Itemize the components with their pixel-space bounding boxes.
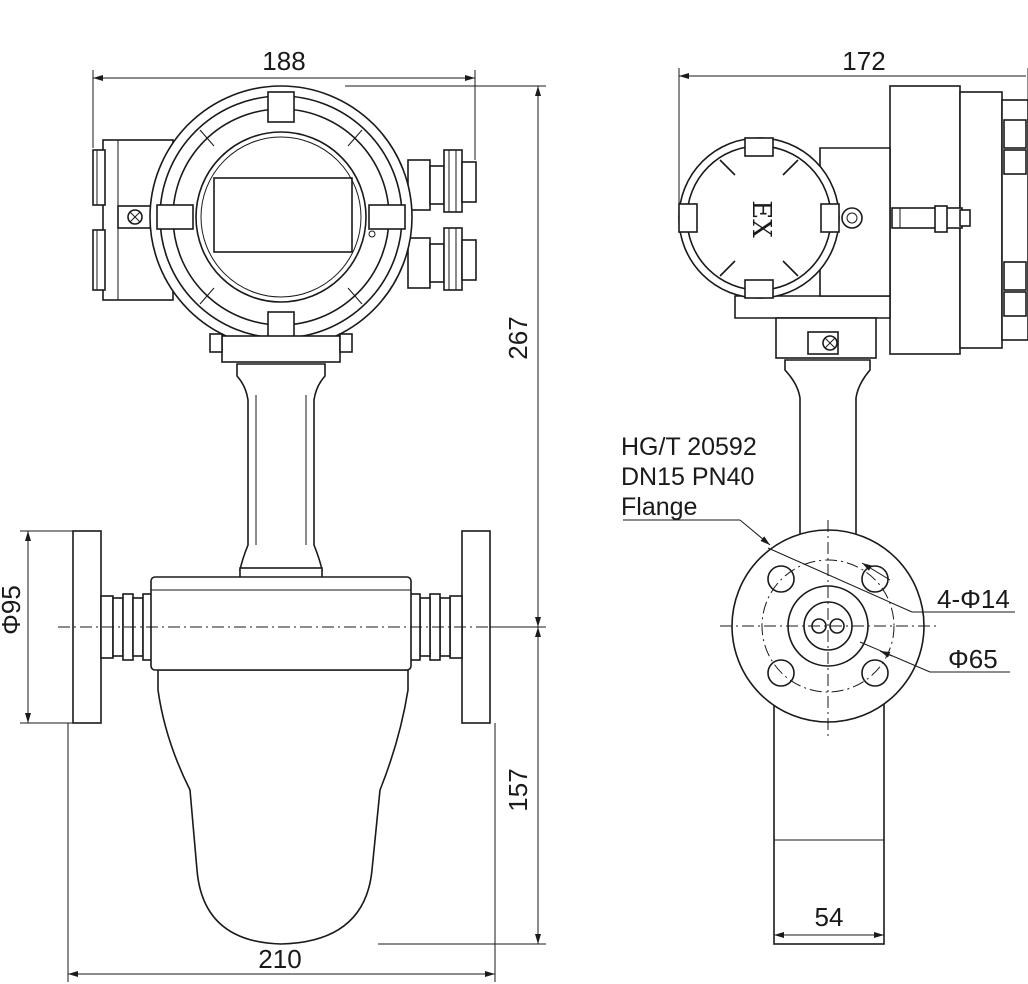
side-view: EX (678, 85, 1028, 945)
front-cable-glands (407, 149, 477, 291)
front-stem (236, 363, 326, 579)
front-body (150, 576, 412, 945)
dim-bolt-holes: 4-Φ14 (937, 584, 1010, 614)
side-terminal-housing (889, 85, 1028, 355)
side-stem (784, 359, 871, 541)
dim-body-width: 54 (815, 902, 844, 932)
flange-note-line3: Flange (621, 493, 697, 521)
dim-side-width: 172 (842, 46, 885, 76)
flange-note-line2: DN15 PN40 (621, 463, 754, 491)
ex-marking: EX (746, 200, 776, 238)
side-housing: EX (678, 137, 891, 359)
side-dimensions: 172 54 4-Φ14 Φ65 HG/T 20592 DN15 PN40 Fl… (621, 46, 1028, 938)
dim-flange-diameter: Φ95 (0, 585, 26, 635)
flange-note: HG/T 20592 DN15 PN40 Flange (621, 433, 757, 521)
dim-bolt-circle: Φ65 (948, 644, 998, 674)
dim-front-width: 188 (262, 46, 305, 76)
front-dimensions: 188 267 157 Φ95 210 (0, 46, 546, 982)
side-flange (720, 520, 940, 945)
dim-lower-height: 157 (503, 768, 533, 811)
flange-note-line1: HG/T 20592 (621, 433, 757, 461)
front-housing (149, 85, 413, 363)
dim-total-height: 267 (503, 316, 533, 359)
front-view (58, 85, 535, 945)
dim-flange-span: 210 (258, 944, 301, 974)
